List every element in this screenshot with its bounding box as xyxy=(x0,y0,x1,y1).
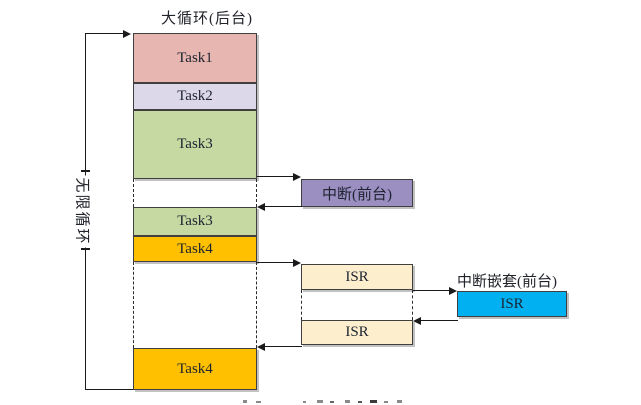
task2-label: Task2 xyxy=(177,88,213,104)
isr-first-label: ISR xyxy=(345,268,369,285)
arrow-interrupt-return-head-icon xyxy=(257,203,265,211)
stack-preempt-gap-1 xyxy=(133,179,257,207)
task4-resumed-box: Task4 xyxy=(133,348,257,390)
isr-preempt-gap xyxy=(301,290,413,320)
task4-box: Task4 xyxy=(133,236,257,262)
arrow-isr-return-line xyxy=(264,346,302,347)
interrupt-label: 中断(前台) xyxy=(322,186,392,203)
interrupt-box: 中断(前台) xyxy=(301,179,413,207)
task1-box: Task1 xyxy=(133,33,257,83)
isr-second-label: ISR xyxy=(345,324,369,340)
task2-box: Task2 xyxy=(133,83,257,110)
infinite-loop-label: 无限循环 xyxy=(74,175,94,248)
arrow-isr-call-head-icon xyxy=(293,259,301,267)
arrow-nested-call-line xyxy=(413,290,450,291)
task3-box: Task3 xyxy=(133,110,257,179)
task4-resumed-label: Task4 xyxy=(177,360,213,377)
isr-first-box: ISR xyxy=(301,264,413,290)
arrow-nested-return-line xyxy=(420,320,458,321)
arrow-isr-return-head-icon xyxy=(257,343,265,351)
nested-isr-label: ISR xyxy=(500,295,524,312)
arrow-interrupt-return-line xyxy=(264,206,302,207)
task4-label: Task4 xyxy=(177,240,213,257)
arrow-interrupt-call-head-icon xyxy=(293,173,301,181)
loop-label-tick-bottom xyxy=(81,248,90,250)
nested-isr-box: ISR xyxy=(457,291,567,317)
nested-interrupt-title: 中断嵌套(前台) xyxy=(457,274,557,290)
arrow-isr-call-line xyxy=(257,262,294,263)
stack-preempt-gap-2 xyxy=(133,262,257,348)
task1-label: Task1 xyxy=(177,49,213,66)
isr-second-box: ISR xyxy=(301,320,413,345)
task3-label: Task3 xyxy=(177,136,213,152)
arrow-nested-return-head-icon xyxy=(413,317,421,325)
loop-arrowhead-icon xyxy=(123,30,131,38)
loop-line-top xyxy=(85,33,124,34)
arrow-nested-call-head-icon xyxy=(449,287,457,295)
arrow-interrupt-call-line xyxy=(257,176,294,177)
loop-line-bottom xyxy=(85,389,133,390)
background-loop-title: 大循环(后台) xyxy=(161,11,253,27)
task3-resumed-label: Task3 xyxy=(177,213,213,229)
loop-label-tick-top xyxy=(81,170,90,172)
task3-resumed-box: Task3 xyxy=(133,207,257,236)
